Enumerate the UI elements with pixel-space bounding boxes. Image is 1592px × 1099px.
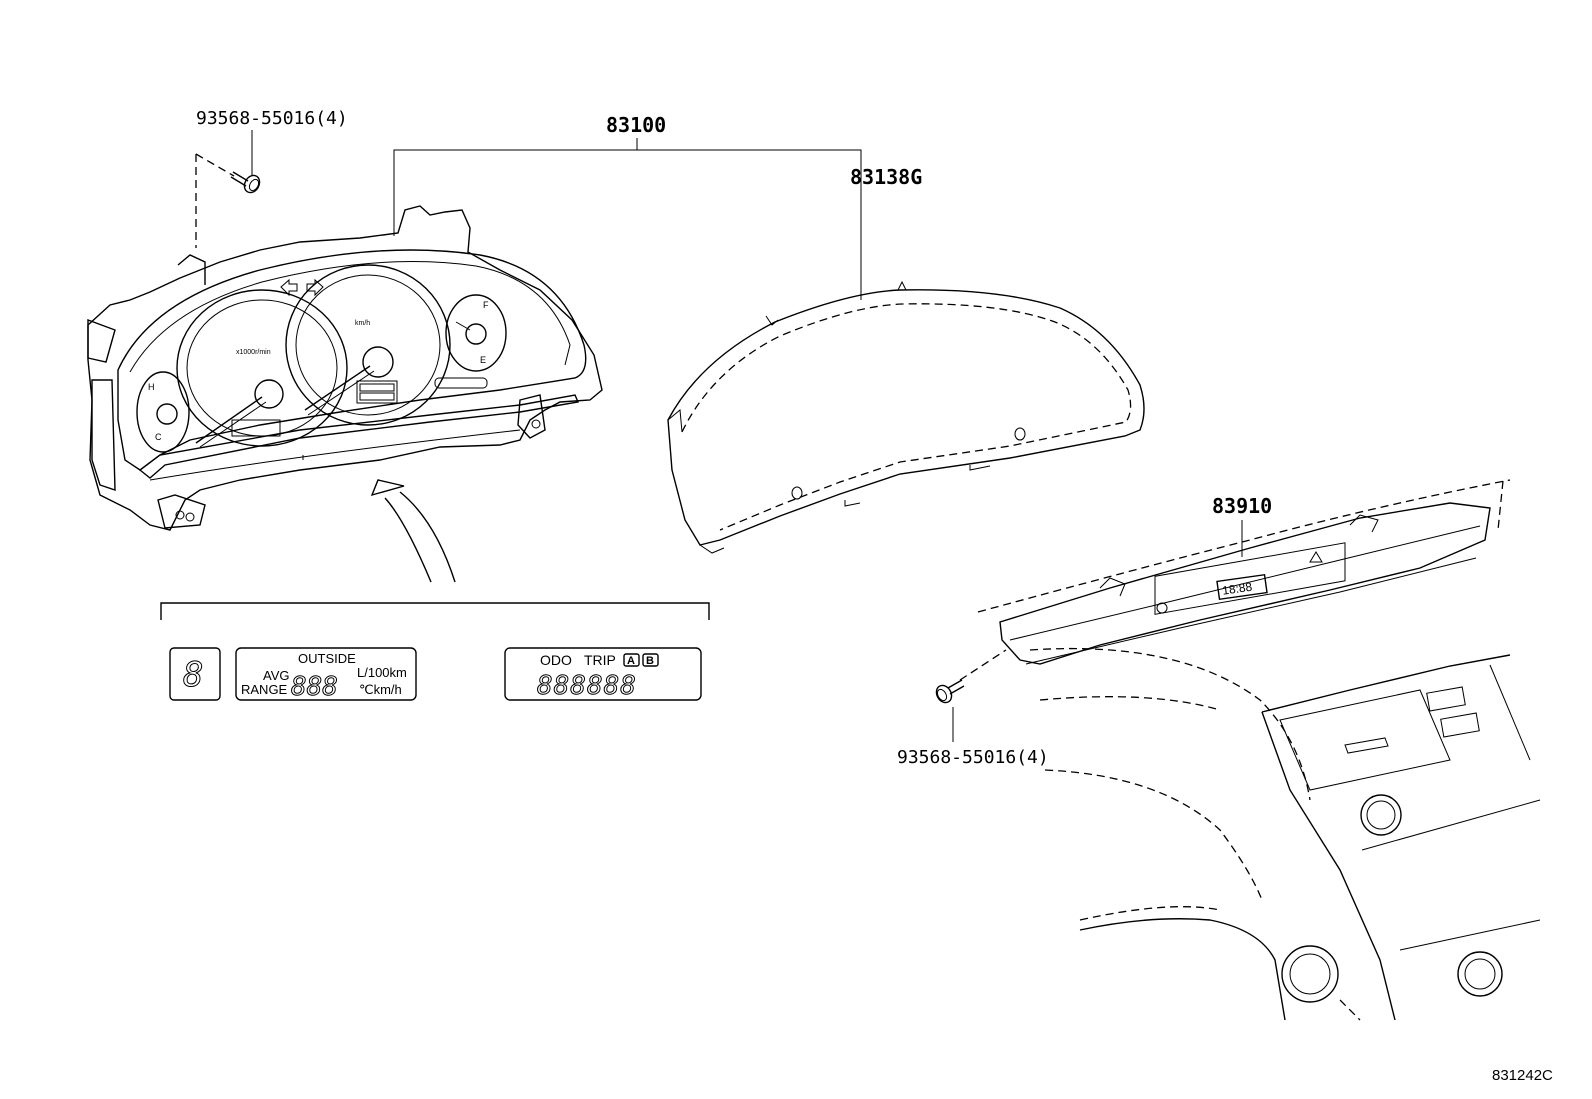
outside-label: OUTSIDE — [298, 651, 356, 666]
clock-display: 18:88 — [1221, 580, 1253, 598]
trip-b-label: B — [646, 655, 654, 667]
trip-a-label: A — [627, 655, 635, 667]
unit-temp: ℃km/h — [359, 682, 402, 697]
svg-text:km/h: km/h — [355, 320, 370, 327]
outside-digits: 888 — [291, 672, 338, 702]
screw-top-icon — [195, 153, 261, 248]
svg-text:x1000r/min: x1000r/min — [236, 349, 271, 356]
lcd-odo-panel: ODO TRIP A B 888888 — [504, 647, 702, 702]
gear-digit: 8 — [183, 655, 203, 695]
meter-glass-illustration — [667, 280, 1145, 554]
callout-screw-top: 93568-55016(4) — [196, 108, 348, 129]
unit-fuel: L/100km — [357, 665, 407, 680]
curved-arrow-icon — [370, 479, 456, 583]
avg-label: AVG — [263, 668, 290, 683]
callout-clock: 83910 — [1212, 494, 1272, 518]
callout-meter-assy: 83100 — [606, 113, 666, 137]
callout-glass: 83138G — [850, 165, 922, 189]
diagram-code: 831242C — [1492, 1067, 1553, 1084]
svg-text:H: H — [148, 382, 155, 392]
leader-lines — [251, 130, 1243, 742]
trip-label: TRIP — [584, 652, 616, 668]
callout-screw-bottom: 93568-55016(4) — [897, 747, 1049, 768]
screw-bottom-icon — [935, 649, 1007, 704]
range-label: RANGE — [241, 682, 288, 697]
combination-meter-illustration: x1000r/min km/h F E H C — [87, 205, 603, 531]
clock-and-dashboard-illustration: 18:88 — [977, 479, 1541, 1021]
lcd-detail-bracket — [160, 602, 710, 620]
svg-text:C: C — [155, 432, 162, 442]
lcd-gear-panel: 8 — [169, 647, 221, 701]
lcd-outside-panel: OUTSIDE AVG RANGE 888 L/100km ℃km/h — [235, 647, 417, 703]
odo-label: ODO — [540, 652, 572, 668]
svg-text:F: F — [483, 300, 489, 310]
svg-text:E: E — [480, 355, 486, 365]
odo-digits: 888888 — [537, 671, 637, 701]
